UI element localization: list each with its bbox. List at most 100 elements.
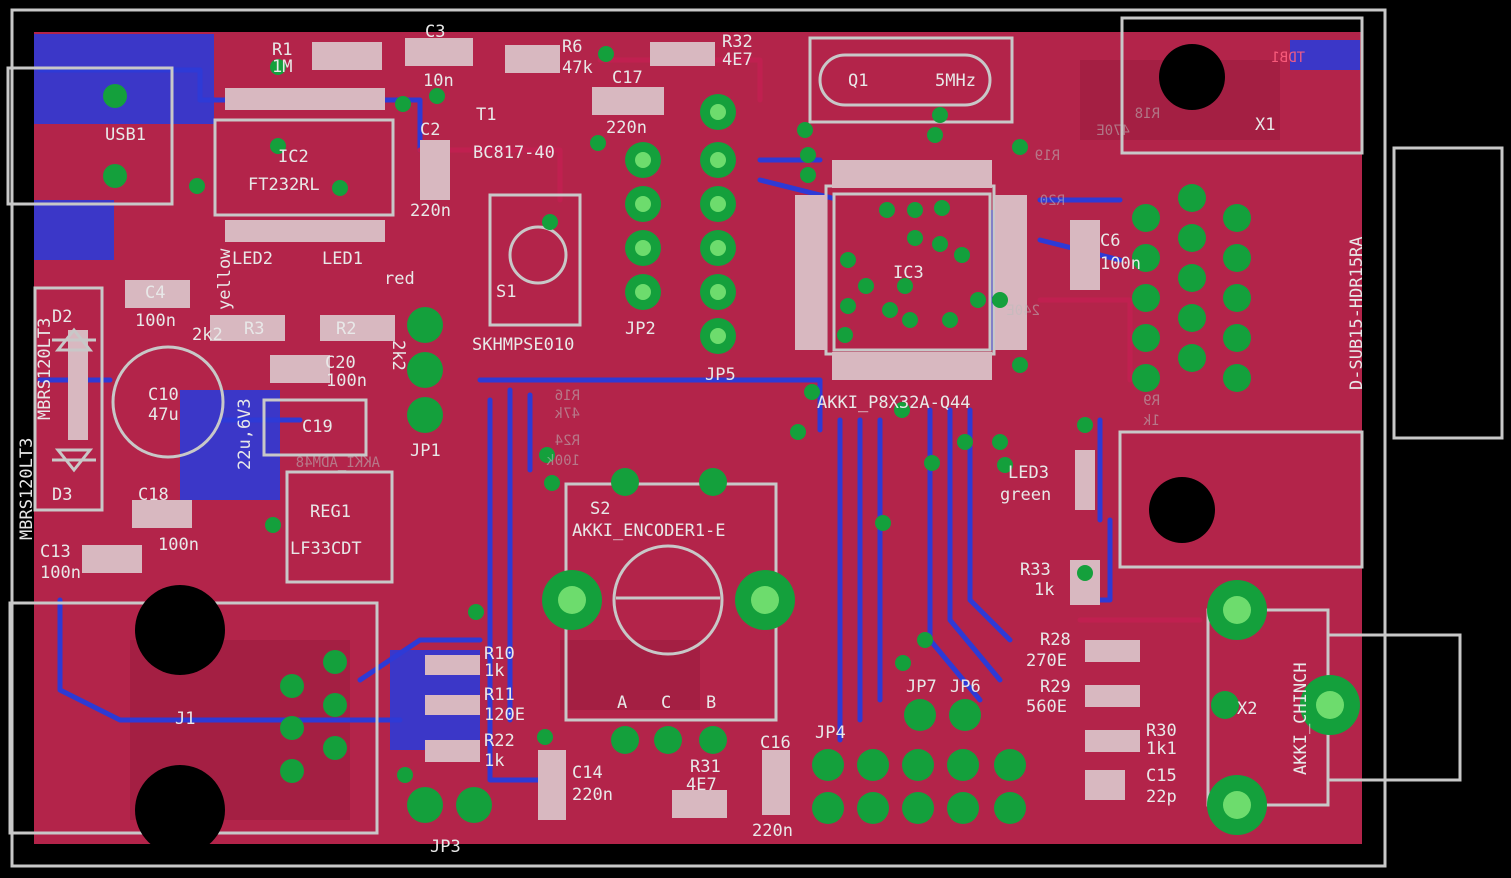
label-r22: R22: [484, 731, 515, 751]
label-s2: S2: [590, 499, 610, 519]
label-j1: J1: [175, 709, 195, 729]
label-led2-val: yellow: [215, 248, 235, 310]
label-r31: R31: [690, 757, 721, 777]
label-r20: R20: [1040, 193, 1065, 209]
label-tdb: TDB1: [1271, 50, 1305, 66]
label-ic2: IC2: [278, 147, 309, 167]
label-x2-val: AKKI_CHINCH: [1291, 662, 1311, 775]
label-x1: X1: [1255, 115, 1275, 135]
label-jp2: JP2: [625, 319, 656, 339]
label-c10: C10: [148, 385, 179, 405]
label-c20: C20: [325, 353, 356, 373]
label-r10: R10: [484, 644, 515, 664]
label-ic3-val: AKKI_P8X32A-Q44: [817, 393, 971, 413]
label-r30: R30: [1146, 721, 1177, 741]
label-s1: S1: [496, 282, 516, 302]
label-r10-val: 1k: [484, 661, 504, 681]
crystal-q1-outline: [818, 53, 992, 107]
label-r32-val: 4E7: [722, 50, 753, 70]
label-r9-val: 1k: [1143, 413, 1160, 429]
label-d3: D3: [52, 485, 72, 505]
ic2-pins: [225, 88, 385, 242]
label-r28: R28: [1040, 630, 1071, 650]
label-x2: X2: [1237, 699, 1257, 719]
label-c16: C16: [760, 733, 791, 753]
label-r33: R33: [1020, 560, 1051, 580]
label-ic2-val: FT232RL: [248, 175, 320, 195]
label-jp4: JP4: [815, 723, 846, 743]
label-c13-val: 100n: [40, 563, 81, 583]
label-r18: R18: [1135, 106, 1160, 122]
label-c17: C17: [612, 68, 643, 88]
label-r1-val: 1M: [272, 57, 292, 77]
label-r3-val: 2k2: [192, 325, 223, 345]
bottom-traces: [37, 67, 1123, 783]
label-c20-val: 100n: [326, 371, 367, 391]
label-bottom-ref-b: 240E: [1006, 303, 1040, 319]
label-c3: C3: [425, 22, 445, 42]
label-d2: D2: [52, 307, 72, 327]
label-t1-val: BC817-40: [473, 143, 555, 163]
label-reg1: REG1: [310, 502, 351, 522]
label-c18: C18: [138, 485, 169, 505]
label-c3-val: 10n: [423, 71, 454, 91]
label-jp1: JP1: [410, 441, 441, 461]
ic3-pins: [795, 160, 1027, 380]
label-reg1-val: LF33CDT: [290, 539, 362, 559]
label-enc-a: A: [617, 693, 627, 713]
label-led1-val: red: [384, 269, 415, 289]
label-r16: R16: [555, 388, 580, 404]
label-led3: LED3: [1008, 463, 1049, 483]
diode-symbols: [52, 327, 96, 473]
label-c2-val: 220n: [410, 201, 451, 221]
label-c4: C4: [145, 283, 165, 303]
label-c16-val: 220n: [752, 821, 793, 841]
label-r11-val: 120E: [484, 705, 525, 725]
label-t1: T1: [476, 105, 496, 125]
label-c10-rating: 22u,6V3: [235, 398, 255, 470]
label-s2-val: AKKI_ENCODER1-E: [572, 521, 726, 541]
label-r33-val: 1k: [1034, 580, 1054, 600]
label-c14: C14: [572, 763, 603, 783]
label-usb1: USB1: [105, 125, 146, 145]
label-r32: R32: [722, 32, 753, 52]
label-c17-val: 220n: [606, 118, 647, 138]
label-r22-val: 1k: [484, 751, 504, 771]
label-r30-val: 1k1: [1146, 739, 1177, 759]
vias: [189, 46, 1093, 783]
label-bottom-ref-a: AKKI_ADM48: [296, 455, 380, 471]
label-mbrs-a: MBRS120LT3: [17, 438, 37, 540]
label-x1-val: D-SUB15-HDR15RA: [1347, 236, 1367, 390]
label-ic3: IC3: [893, 263, 924, 283]
label-r9: R9: [1143, 393, 1160, 409]
label-r1: R1: [272, 40, 292, 60]
label-led2: LED2: [232, 249, 273, 269]
label-s1-val: SKHMPSE010: [472, 335, 574, 355]
label-enc-c: C: [661, 693, 671, 713]
label-c6: C6: [1100, 231, 1120, 251]
label-r6-val: 47k: [562, 58, 593, 78]
encoder-outline: [612, 544, 724, 656]
label-c10-val: 47u: [148, 405, 179, 425]
label-jp7: JP7: [906, 677, 937, 697]
c10-outline: [111, 345, 225, 459]
label-jp6: JP6: [950, 677, 981, 697]
label-c15: C15: [1146, 766, 1177, 786]
label-c19: C19: [302, 417, 333, 437]
label-c2: C2: [420, 120, 440, 140]
label-r19: R19: [1035, 148, 1060, 164]
label-r24-val: 100k: [546, 453, 580, 469]
s1-outline: [508, 225, 568, 285]
mounting-holes: [135, 44, 1225, 855]
label-c14-val: 220n: [572, 785, 613, 805]
label-r6: R6: [562, 37, 582, 57]
label-mbrs-b: MBRS120LT3: [35, 318, 55, 420]
bottom-side-labels: R18 R19 R20 R9 1k R16 47k R24 100k AKKI_…: [296, 50, 1305, 471]
label-r3: R3: [244, 319, 264, 339]
label-r29: R29: [1040, 677, 1071, 697]
label-c6-val: 100n: [1100, 254, 1141, 274]
label-q1-val: 5MHz: [935, 71, 976, 91]
label-r2: R2: [336, 319, 356, 339]
label-jp5: JP5: [705, 365, 736, 385]
label-c15-val: 22p: [1146, 787, 1177, 807]
